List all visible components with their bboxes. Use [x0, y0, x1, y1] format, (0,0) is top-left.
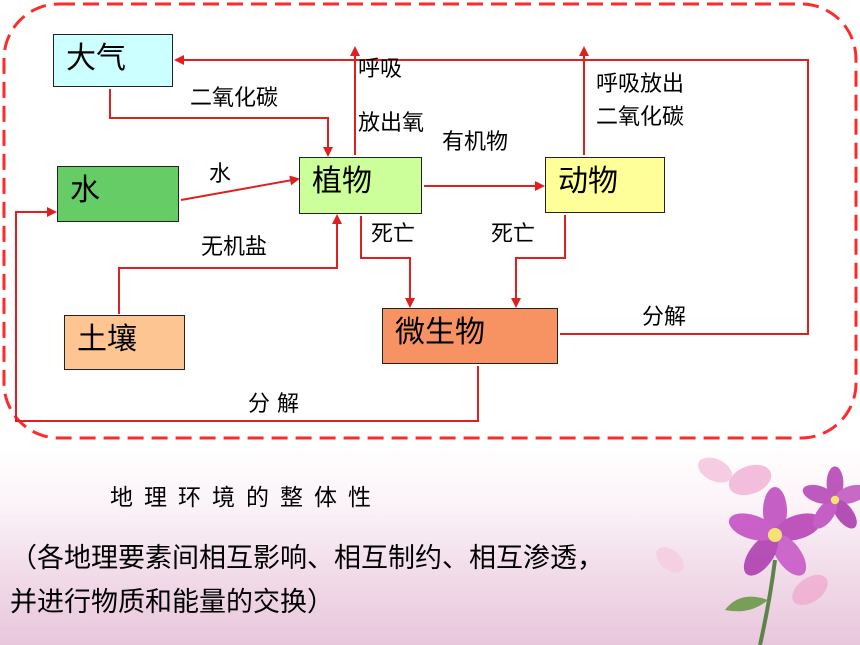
arrow-plants-death	[360, 216, 415, 308]
label-plant-death: 死亡	[371, 222, 416, 247]
description-line-1: （各地理要素间相互影响、相互制约、相互渗透，	[10, 543, 604, 574]
label-plant-respiration: 呼吸	[358, 57, 403, 82]
label-animal-respiration: 呼吸放出	[596, 72, 685, 97]
soil-box: 土壤	[64, 315, 185, 370]
label-decomposition-right: 分解	[642, 305, 687, 330]
label-animal-death: 死亡	[491, 222, 536, 247]
label-organic-matter: 有机物	[442, 130, 509, 155]
label-water: 水	[209, 162, 232, 187]
atmosphere-box: 大气	[53, 34, 173, 87]
label-release-oxygen: 放出氧	[358, 111, 425, 136]
arrow-atmosphere-to-plants	[109, 89, 333, 157]
arrow-animals-death	[511, 215, 566, 308]
cycle-diagram	[2, 2, 858, 440]
microbes-box: 微生物	[382, 308, 558, 364]
arrow-soil-to-plants	[118, 214, 342, 314]
arrow-microbes-to-atmosphere	[174, 55, 809, 335]
water-box: 水	[57, 166, 179, 222]
arrow-water-to-plants	[180, 175, 300, 201]
arrow-microbes-to-water	[15, 207, 479, 422]
animals-box: 动物	[545, 157, 665, 213]
label-carbon-dioxide: 二氧化碳	[190, 86, 279, 111]
description-line-2: 并进行物质和能量的交换）	[10, 587, 334, 618]
slide-title: 地理环境的整体性	[110, 485, 382, 511]
label-decomposition-bottom: 分 解	[248, 392, 299, 417]
plants-box: 植物	[299, 157, 422, 214]
slide-description: （各地理要素间相互影响、相互制约、相互渗透， 并进行物质和能量的交换）	[10, 537, 855, 625]
flower-decoration	[656, 457, 860, 645]
label-minerals: 无机盐	[201, 235, 268, 260]
label-animal-co2: 二氧化碳	[596, 105, 685, 130]
dashed-border	[2, 2, 858, 440]
